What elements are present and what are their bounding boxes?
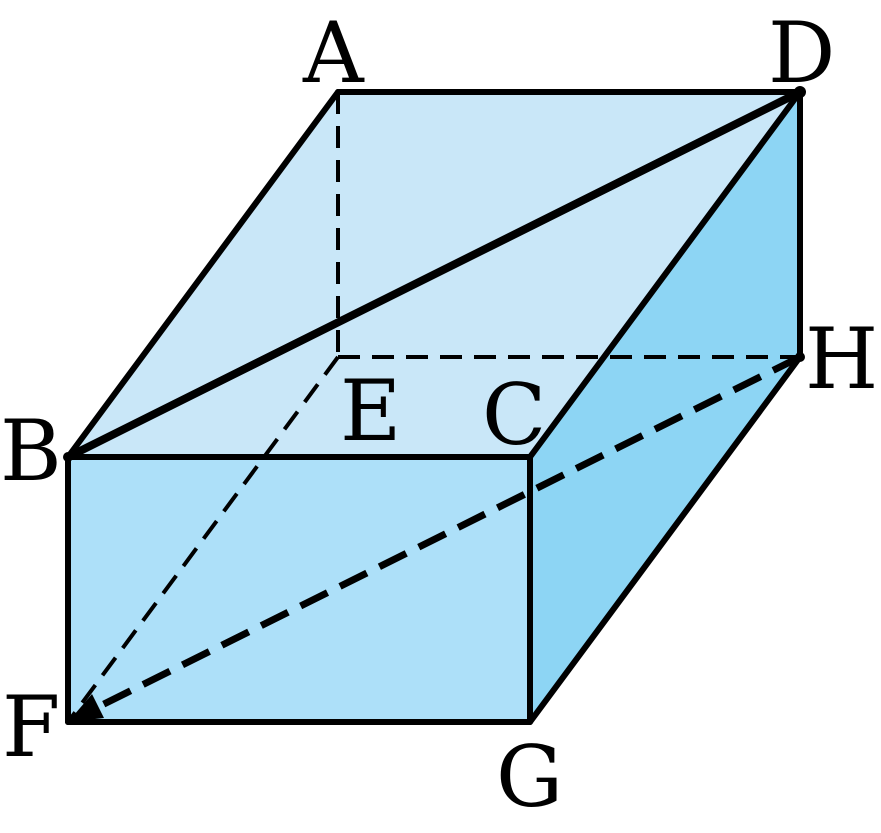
edge-hg [527,354,803,725]
label-d: D [768,4,835,102]
label-h: H [805,310,878,408]
vertex-point-d [794,86,806,98]
diagonal-hf [86,353,802,716]
vertex-point-b [63,452,73,462]
hidden-edge-ef [66,355,340,724]
label-g: G [496,728,563,826]
label-b: B [0,402,62,500]
right-face [530,92,800,722]
arrowhead-at-f-icon [68,694,104,722]
label-e: E [340,362,401,460]
label-a: A [302,4,365,102]
label-c: C [482,366,546,464]
vertex-point-h [795,352,805,362]
edge-ab [65,89,341,460]
label-f: F [2,678,60,776]
diagonal-bd [64,88,804,461]
edge-dc [527,89,803,460]
front-face [68,457,530,722]
